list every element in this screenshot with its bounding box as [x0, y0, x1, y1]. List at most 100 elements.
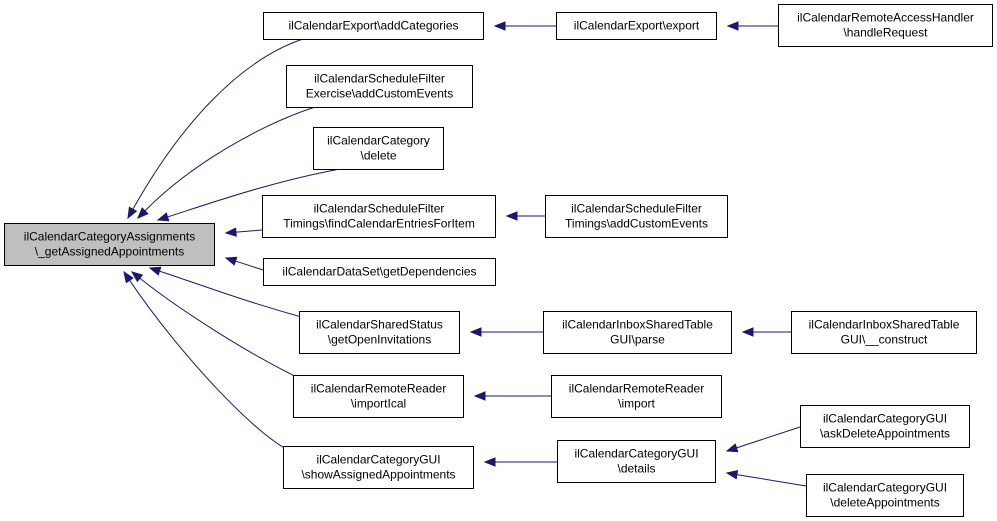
node-sched-exercise[interactable]: ilCalendarScheduleFilterExercise\addCust… [286, 65, 473, 108]
node-label-line: \delete [360, 149, 396, 163]
node-box [791, 311, 977, 354]
node-sched-timings-find[interactable]: ilCalendarScheduleFilterTimings\findCale… [262, 195, 496, 238]
node-export-addcat[interactable]: ilCalendarExport\addCategories [263, 12, 484, 40]
edge-line [235, 260, 264, 271]
node-box [4, 223, 215, 266]
arrowhead-icon [130, 271, 144, 283]
edge-sched_timings_add-to-sched_timings_find [505, 211, 545, 221]
edge-line [132, 38, 304, 210]
node-label-line: ilCalendarInboxSharedTable [562, 318, 713, 332]
node-label-line: \import [618, 397, 655, 411]
edge-inbox_construct-to-inbox_parse [741, 327, 791, 337]
node-label-line: ilCalendarRemoteReader [569, 382, 704, 396]
node-box [293, 375, 464, 418]
edge-inbox_parse-to-shared_status [469, 327, 543, 337]
node-label-line: ilCalendarExport\export [574, 19, 700, 33]
edge-line [167, 168, 341, 218]
node-label-line: Timings\findCalendarEntriesForItem [283, 217, 475, 231]
node-shared-status[interactable]: ilCalendarSharedStatus\getOpenInvitation… [299, 311, 460, 354]
edge-line [235, 229, 263, 233]
node-label-line: \getOpenInvitations [328, 333, 431, 347]
edge-gui_ask_delete-to-gui_details [725, 426, 801, 453]
nodes-layer: ilCalendarCategoryAssignments\_getAssign… [4, 4, 993, 517]
node-label-line: ilCalendarScheduleFilter [314, 72, 445, 86]
edges-layer [123, 21, 807, 487]
node-label-line: ilCalendarCategoryGUI [574, 447, 698, 461]
node-label-line: ilCalendarExport\addCategories [288, 19, 458, 33]
arrowhead-icon [148, 266, 162, 276]
node-label-line: Exercise\addCustomEvents [306, 87, 453, 101]
node-label-line: GUI\__construct [841, 333, 928, 347]
arrowhead-icon [493, 21, 506, 31]
arrowhead-icon [473, 391, 486, 401]
node-box [806, 474, 964, 517]
node-label-line: ilCalendarScheduleFilter [314, 202, 445, 216]
node-box [263, 12, 484, 40]
node-box [778, 4, 993, 47]
node-box [800, 405, 970, 448]
node-sched-timings-add[interactable]: ilCalendarScheduleFilterTimings\addCusto… [545, 195, 728, 238]
node-label-line: \importIcal [351, 397, 406, 411]
node-box [557, 440, 716, 483]
edge-line [129, 280, 294, 453]
node-box [551, 375, 722, 418]
node-dataset-deps[interactable]: ilCalendarDataSet\getDependencies [263, 258, 496, 286]
node-category-delete[interactable]: ilCalendarCategory\delete [313, 127, 444, 170]
node-remote-access[interactable]: ilCalendarRemoteAccessHandler\handleRequ… [778, 4, 993, 47]
node-label-line: \askDeleteAppointments [820, 427, 950, 441]
arrowhead-icon [726, 21, 739, 31]
arrowhead-icon [224, 227, 237, 237]
node-box [262, 195, 496, 238]
node-root[interactable]: ilCalendarCategoryAssignments\_getAssign… [4, 223, 215, 266]
node-label-line: ilCalendarCategoryAssignments [24, 230, 195, 244]
edge-line [736, 426, 801, 449]
node-label-line: ilCalendarCategoryGUI [823, 481, 947, 495]
node-export-export[interactable]: ilCalendarExport\export [556, 12, 717, 40]
arrowhead-icon [224, 256, 238, 266]
node-label-line: \deleteAppointments [830, 496, 939, 510]
node-label-line: ilCalendarInboxSharedTable [809, 318, 960, 332]
edge-line [736, 474, 807, 487]
node-label-line: GUI\parse [610, 333, 665, 347]
node-label-line: ilCalendarDataSet\getDependencies [282, 265, 476, 279]
arrowhead-icon [725, 470, 739, 480]
edge-gui_details-to-gui_show [483, 457, 557, 467]
node-label-line: ilCalendarSharedStatus [316, 318, 443, 332]
edge-remote_reader_importical-to-root [130, 271, 304, 381]
node-remote-reader-importical[interactable]: ilCalendarRemoteReader\importIcal [293, 375, 464, 418]
node-gui-details[interactable]: ilCalendarCategoryGUI\details [557, 440, 716, 483]
edge-line [139, 277, 304, 381]
edge-sched_exercise-to-root [137, 106, 316, 219]
node-label-line: \details [617, 462, 655, 476]
edge-export_export-to-export_addcat [493, 21, 556, 31]
edge-gui_delete-to-gui_details [725, 470, 807, 487]
node-gui-delete[interactable]: ilCalendarCategoryGUI\deleteAppointments [806, 474, 964, 517]
arrowhead-icon [725, 443, 739, 453]
node-box [313, 127, 444, 170]
edge-category_delete-to-root [156, 168, 341, 222]
node-label-line: \handleRequest [843, 26, 928, 40]
node-label-line: \showAssignedAppointments [301, 468, 455, 482]
edge-remote_reader_import-to-remote_reader_importical [473, 391, 551, 401]
edge-dataset_deps-to-root [224, 256, 264, 271]
edge-gui_show-to-root [123, 270, 294, 453]
node-gui-ask-delete[interactable]: ilCalendarCategoryGUI\askDeleteAppointme… [800, 405, 970, 448]
node-box [263, 258, 496, 286]
node-box [545, 195, 728, 238]
node-remote-reader-import[interactable]: ilCalendarRemoteReader\import [551, 375, 722, 418]
node-label-line: Timings\addCustomEvents [565, 217, 708, 231]
edge-shared_status-to-root [148, 266, 306, 319]
node-label-line: ilCalendarRemoteAccessHandler [797, 11, 974, 25]
node-gui-show[interactable]: ilCalendarCategoryGUI\showAssignedAppoin… [283, 446, 474, 489]
node-label-line: ilCalendarCategory [327, 134, 430, 148]
node-label-line: \_getAssignedAppointments [35, 245, 184, 259]
node-label-line: ilCalendarCategoryGUI [316, 453, 440, 467]
node-inbox-construct[interactable]: ilCalendarInboxSharedTableGUI\__construc… [791, 311, 977, 354]
node-label-line: ilCalendarCategoryGUI [823, 412, 947, 426]
node-label-line: ilCalendarRemoteReader [311, 382, 446, 396]
node-box [556, 12, 717, 40]
node-box [286, 65, 473, 108]
node-label-line: ilCalendarScheduleFilter [571, 202, 702, 216]
